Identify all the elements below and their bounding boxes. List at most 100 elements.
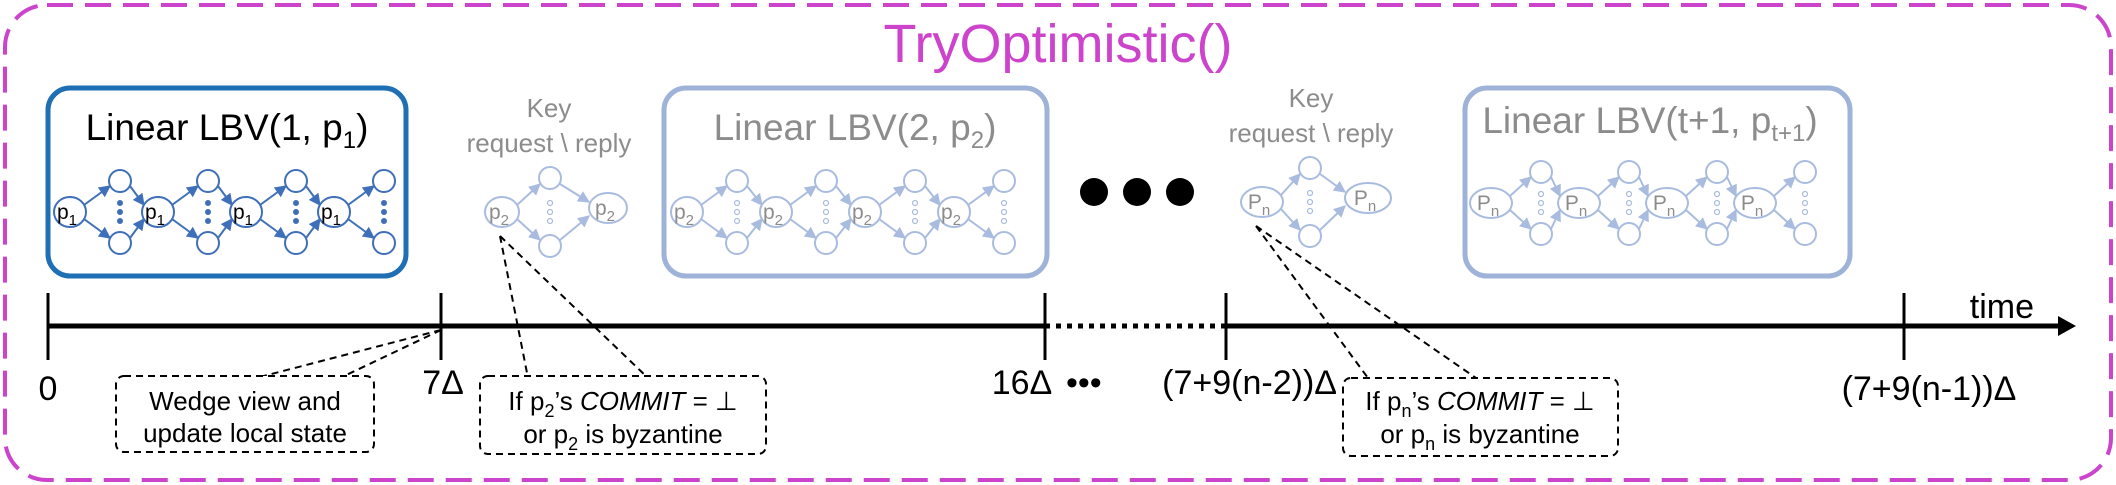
vdot: [293, 200, 299, 206]
graph-node: [538, 166, 562, 190]
key-graph-1: p2 p2: [484, 166, 628, 258]
vdot: [733, 217, 741, 225]
chain-label-node-text: Pn: [1565, 192, 1587, 220]
chain-label-node: [1645, 187, 1689, 219]
vdot: [205, 209, 211, 215]
edge-arrow: [559, 215, 590, 241]
chain-label-node: [670, 196, 704, 228]
edge-arrow: [1637, 176, 1649, 198]
vdot: [1625, 190, 1633, 198]
note-pn: If pn’s COMMIT = ⊥ or pn is byzantine: [1342, 377, 1619, 457]
graph-node: [108, 169, 132, 193]
edge-arrow: [967, 218, 995, 239]
note-wedge-line1: Wedge view and: [149, 386, 341, 416]
graph-node: [992, 231, 1016, 255]
graph-node: [1793, 222, 1817, 246]
vdot: [1000, 217, 1008, 225]
ellipsis-dots: [1080, 178, 1194, 206]
edge-arrow: [1319, 205, 1346, 231]
chain-label-node: [1557, 187, 1601, 219]
edge-arrow: [1773, 209, 1796, 230]
graph-node: [1705, 222, 1729, 246]
vdot: [1306, 189, 1314, 197]
edge-arrow: [1549, 176, 1561, 198]
vdot: [381, 209, 387, 215]
chain-label-node-text: p1: [321, 201, 341, 229]
edge-arrow: [217, 185, 233, 206]
graph-node: [1298, 156, 1322, 180]
key-label-node-right-text: p2: [595, 197, 615, 225]
note-p2-line1: If p2’s COMMIT = ⊥: [508, 386, 737, 421]
edge-arrow: [559, 183, 591, 203]
vdot: [1713, 190, 1721, 198]
edge-arrow: [347, 218, 375, 239]
edge-arrow: [1597, 176, 1620, 197]
graph-node: [1529, 222, 1553, 246]
tick-16-dots: •••: [1066, 364, 1102, 402]
graph-node: [992, 169, 1016, 193]
chain-label-node: [759, 196, 793, 228]
chain-label-node-text: p2: [674, 201, 694, 229]
edge-arrow: [129, 185, 145, 206]
edge-arrow: [835, 218, 852, 239]
vdot: [822, 199, 830, 207]
edge-arrow: [516, 218, 541, 241]
vdot: [911, 199, 919, 207]
outer-frame: [3, 3, 2113, 482]
edge-arrow: [305, 185, 321, 206]
tick-0: 0: [39, 370, 58, 408]
vdot: [911, 217, 919, 225]
graph-node: [1793, 160, 1817, 184]
edge-arrow: [1725, 176, 1737, 198]
vdot: [1306, 207, 1314, 215]
vdot: [546, 199, 554, 207]
graph-node: [1617, 222, 1641, 246]
chain-label-node: [141, 196, 175, 228]
edge-arrow: [129, 218, 145, 239]
vdot: [911, 208, 919, 216]
edge-arrow: [83, 218, 111, 239]
chain-label-node-text: Pn: [1653, 192, 1675, 220]
key-label-node-right: [1344, 182, 1392, 214]
edge-arrow: [1773, 176, 1796, 197]
vdot: [1713, 208, 1721, 216]
edge-arrow: [967, 185, 995, 206]
note-p2-line2: or p2 is byzantine: [523, 419, 722, 454]
graph-node: [108, 231, 132, 255]
note-p2: If p2’s COMMIT = ⊥ or p2 is byzantine: [479, 375, 767, 455]
graph-node: [284, 231, 308, 255]
chain-label-node-text: p1: [145, 201, 165, 229]
edge-arrow: [1549, 208, 1561, 230]
edge-arrow: [700, 218, 728, 239]
note-pn-line1: If pn’s COMMIT = ⊥: [1365, 386, 1594, 421]
edge-arrow: [217, 218, 233, 239]
key-label-node-left-text: p2: [489, 201, 509, 229]
key-group-2-line1: Key: [1289, 83, 1334, 113]
chain-label-node: [229, 196, 263, 228]
graph-node: [372, 231, 396, 255]
edge-arrow: [1509, 176, 1532, 197]
edge-arrow: [347, 185, 375, 206]
chain-label-node-text: p1: [233, 201, 253, 229]
vdot: [822, 208, 830, 216]
graph-node: [372, 169, 396, 193]
chain-label-node: [1733, 187, 1777, 219]
chain-label-node-text: p2: [763, 201, 783, 229]
timeline: time 0 7Δ 16Δ ••• (7+9(n-2))Δ (7+9(n-1))…: [39, 288, 2076, 408]
graph-node: [903, 169, 927, 193]
edge-arrow: [1685, 176, 1708, 197]
chain-label-node-text: Pn: [1477, 192, 1499, 220]
edge-arrow: [171, 185, 199, 206]
graph-node: [814, 169, 838, 193]
chain-label-node-text: p1: [57, 201, 77, 229]
vdot: [117, 218, 123, 224]
edge-arrow: [1685, 209, 1708, 230]
graph-node: [1617, 160, 1641, 184]
graph-node: [1529, 160, 1553, 184]
note-pn-line2: or pn is byzantine: [1380, 419, 1579, 454]
